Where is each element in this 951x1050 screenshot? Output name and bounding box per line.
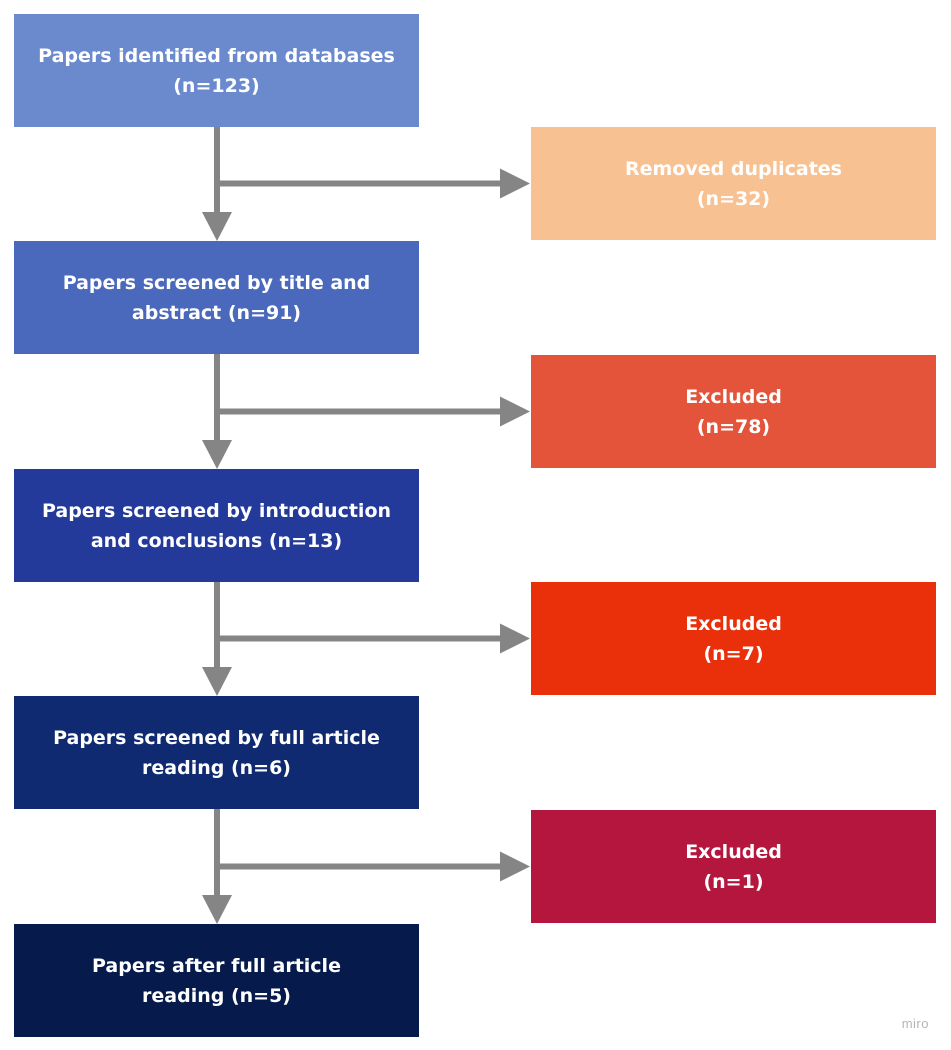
stage-screened-intro-box: Papers screened by introduction and conc…: [14, 469, 419, 582]
miro-watermark: miro: [901, 1016, 929, 1031]
stage-screened-full-box: Papers screened by full article reading …: [14, 696, 419, 809]
connector-right-arrowhead: [500, 168, 530, 199]
connector-stage2: [202, 354, 530, 469]
excluded-title-abstract-box: Excluded (n=78): [531, 355, 936, 468]
connector-down-arrowhead: [202, 212, 232, 241]
stage-after-full-box: Papers after full article reading (n=5): [14, 924, 419, 1037]
excluded-full-article-line1: Excluded: [685, 840, 782, 863]
connector-stage4: [202, 809, 530, 924]
connector-down-arrowhead: [202, 667, 232, 696]
stage-after-full-line2: reading (n=5): [142, 984, 291, 1007]
removed-duplicates-box: Removed duplicates (n=32): [531, 127, 936, 240]
stage-screened-intro-line1: Papers screened by introduction: [41, 499, 392, 522]
connector-right-arrowhead: [500, 396, 530, 427]
stage-screened-title-line2: abstract (n=91): [131, 301, 302, 324]
excluded-full-article-box: Excluded (n=1): [531, 810, 936, 923]
removed-duplicates-line2: (n=32): [696, 187, 771, 210]
removed-duplicates-line1: Removed duplicates: [625, 157, 842, 180]
connector-right-arrowhead: [500, 851, 530, 882]
excluded-title-abstract-line1: Excluded: [685, 385, 782, 408]
connector-right-arrowhead: [500, 623, 530, 654]
connector-down-arrowhead: [202, 440, 232, 469]
stage-screened-title-box: Papers screened by title and abstract (n…: [14, 241, 419, 354]
connector-stage1: [202, 127, 530, 241]
stage-identified-line2: (n=123): [173, 74, 260, 97]
stage-screened-title-line1: Papers screened by title and: [62, 271, 371, 294]
excluded-full-article-line2: (n=1): [703, 870, 764, 893]
stage-after-full-line1: Papers after full article: [92, 954, 341, 977]
stage-identified-box: Papers identified from databases (n=123): [14, 14, 419, 127]
stage-screened-full-line2: reading (n=6): [142, 756, 291, 779]
connector-down-arrowhead: [202, 895, 232, 924]
stage-screened-intro-line2: and conclusions (n=13): [90, 529, 343, 552]
excluded-title-abstract-line2: (n=78): [696, 415, 771, 438]
stage-identified-line1: Papers identified from databases: [38, 44, 395, 67]
excluded-intro-conclusions-line1: Excluded: [685, 612, 782, 635]
connector-stage3: [202, 582, 530, 696]
excluded-intro-conclusions-box: Excluded (n=7): [531, 582, 936, 695]
stage-screened-full-line1: Papers screened by full article: [53, 726, 380, 749]
excluded-intro-conclusions-line2: (n=7): [703, 642, 764, 665]
